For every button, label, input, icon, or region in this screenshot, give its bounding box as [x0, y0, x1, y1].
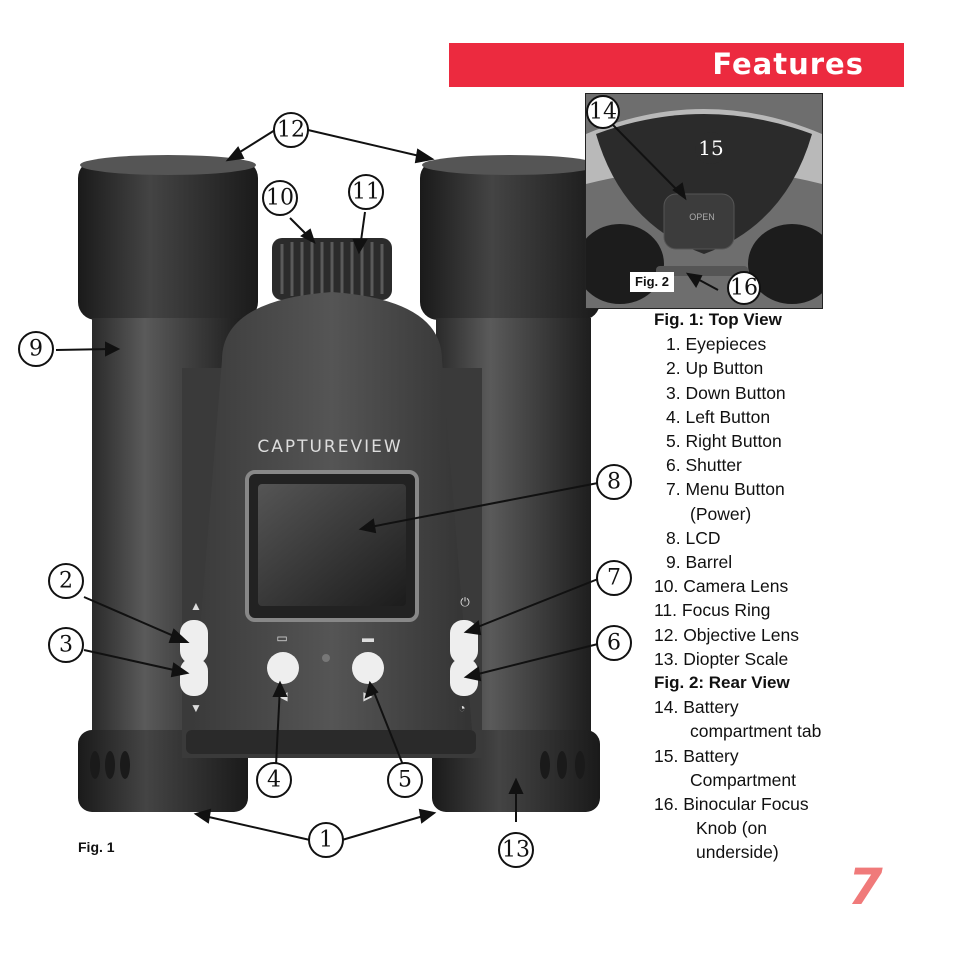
svg-text:13: 13	[502, 838, 530, 863]
callout-11: 11	[348, 174, 384, 210]
svg-text:2: 2	[59, 569, 73, 594]
power-icon: ⏻	[460, 595, 470, 609]
right-button[interactable]	[352, 652, 384, 684]
up-button[interactable]	[180, 620, 208, 664]
callouts: 12 10 11 9 8 2 3 7 6 4 5 1 13	[18, 112, 632, 868]
svg-text:12: 12	[277, 118, 305, 143]
legend-item: 13. Diopter Scale	[654, 648, 789, 669]
callout-10: 10	[262, 180, 298, 216]
legend-item: 11. Focus Ring	[654, 600, 771, 621]
battery-compartment	[596, 114, 812, 254]
legend-item: 16. Binocular Focus	[654, 794, 809, 815]
svg-text:6: 6	[607, 631, 621, 656]
left-objective-rim	[80, 155, 256, 175]
svg-text:14: 14	[589, 100, 617, 125]
legend-item: 7. Menu Button	[666, 479, 785, 500]
svg-text:8: 8	[607, 470, 621, 495]
callout-9: 9	[18, 331, 54, 367]
shutter-button[interactable]	[450, 658, 478, 696]
legend-item-continued: underside)	[696, 842, 779, 863]
camera-body: CAPTUREVIEW	[182, 292, 482, 758]
legend-item-continued: (Power)	[690, 503, 752, 524]
callout-3: 3	[48, 627, 84, 663]
focus-ring-ridges	[280, 242, 384, 296]
callout-4: 4	[256, 762, 292, 798]
legend-item: 4. Left Button	[666, 406, 771, 427]
camera-lens	[272, 238, 392, 300]
legend-heading-top-view: Fig. 1: Top View	[654, 310, 782, 329]
callout-2: 2	[48, 563, 84, 599]
figure-1-caption: Fig. 1	[78, 839, 115, 855]
svg-text:16: 16	[730, 276, 758, 301]
open-label: OPEN	[689, 212, 715, 222]
legend-item: 12. Objective Lens	[654, 624, 799, 645]
callout-14: 14	[586, 95, 620, 129]
indicator-led	[322, 654, 330, 662]
svg-text:10: 10	[266, 186, 294, 211]
legend-item: 9. Barrel	[666, 552, 733, 573]
callout-12: 12	[273, 112, 309, 148]
page-title: Features	[712, 47, 864, 81]
figure-2-caption: Fig. 2	[635, 274, 669, 289]
header-bar: Features	[449, 43, 904, 87]
figure-1-binocular-top-view: CAPTUREVIEW ▲ ▼ ⏻ ◔ ▭ ▬ ◀ ▶	[18, 112, 632, 868]
timer-icon: ◔	[458, 701, 465, 715]
page-number: 7	[848, 858, 883, 916]
focus-knob-rear	[656, 266, 748, 276]
legend-item: 10. Camera Lens	[654, 576, 789, 597]
zoom-out-icon: ▭	[276, 631, 287, 645]
svg-text:9: 9	[29, 337, 43, 362]
svg-text:11: 11	[352, 180, 380, 205]
svg-text:15: 15	[698, 136, 723, 160]
legend-heading-rear-view: Fig. 2: Rear View	[654, 673, 790, 693]
svg-text:4: 4	[267, 768, 281, 793]
callout-1: 1	[308, 822, 344, 858]
right-eyepiece-ridges	[540, 751, 585, 779]
zoom-in-icon: ▬	[362, 631, 374, 645]
legend-item: 3. Down Button	[666, 382, 786, 403]
legend-item: 8. LCD	[666, 527, 721, 548]
legend-item: 15. Battery	[654, 745, 739, 766]
feature-legend: Fig. 1: Top View 1. Eyepieces 2. Up Butt…	[654, 308, 894, 865]
legend-item: 5. Right Button	[666, 431, 782, 452]
callout-8: 8	[596, 464, 632, 500]
up-icon: ▲	[190, 599, 202, 613]
fig2-leader-lines	[611, 123, 719, 291]
down-button[interactable]	[180, 658, 208, 696]
left-eyepiece-ridges	[90, 751, 130, 779]
svg-text:3: 3	[59, 633, 73, 658]
right-objective-cap	[420, 160, 600, 320]
leader-lines	[55, 129, 599, 841]
callout-6: 6	[596, 625, 632, 661]
brand-logo: CAPTUREVIEW	[257, 437, 402, 457]
legend-item: 6. Shutter	[666, 455, 742, 476]
right-eyepiece-rear	[748, 224, 822, 304]
callout-13: 13	[498, 832, 534, 868]
legend-item-continued: Knob (on	[696, 818, 768, 839]
figure-2-rear-view: OPEN 14 15 16 Fig. 2	[585, 93, 823, 309]
battery-compartment-tab	[663, 193, 735, 250]
lcd-screen	[258, 484, 406, 606]
svg-text:1: 1	[319, 828, 333, 853]
right-objective-rim	[422, 155, 598, 175]
legend-item-continued: Compartment	[690, 769, 797, 790]
legend-item: 14. Battery	[654, 697, 739, 718]
legend-item: 1. Eyepieces	[666, 334, 767, 355]
legend-item-continued: compartment tab	[690, 721, 822, 742]
callout-7: 7	[596, 560, 632, 596]
callout-16: 16	[727, 271, 761, 305]
svg-text:7: 7	[607, 566, 621, 591]
left-button[interactable]	[267, 652, 299, 684]
callout-5: 5	[387, 762, 423, 798]
fig2-callouts: 14 15 16	[586, 95, 761, 305]
left-objective-cap	[78, 160, 258, 320]
down-icon: ▼	[190, 701, 202, 715]
legend-item: 2. Up Button	[666, 358, 764, 379]
svg-text:5: 5	[398, 768, 412, 793]
callout-15: 15	[695, 132, 727, 164]
